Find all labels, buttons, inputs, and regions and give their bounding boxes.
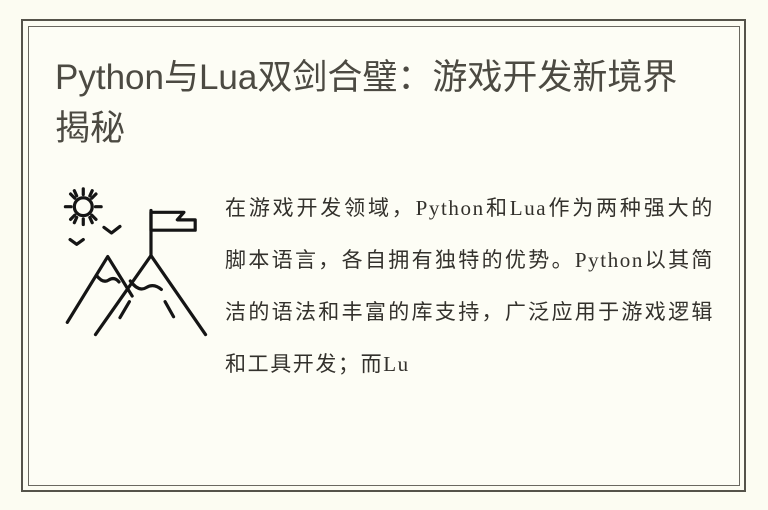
bird-icon <box>102 224 122 235</box>
outer-border-frame <box>21 19 746 492</box>
page-title: Python与Lua双剑合璧：游戏开发新境界揭秘 <box>55 58 678 148</box>
mountain-flag-illustration <box>55 182 225 344</box>
sun-icon <box>63 187 103 227</box>
article-body-text: 在游戏开发领域，Python和Lua作为两种强大的脚本语言，各自拥有独特的优势。… <box>225 196 714 376</box>
mountain-small-icon <box>65 254 134 324</box>
article-body-row: 在游戏开发领域，Python和Lua作为两种强大的脚本语言，各自拥有独特的优势。… <box>55 182 714 390</box>
card-content: Python与Lua双剑合璧：游戏开发新境界揭秘 <box>28 26 740 486</box>
inner-border-frame <box>28 26 740 486</box>
mountain-large-icon <box>93 253 208 337</box>
bird-icon <box>68 238 85 246</box>
flag-icon <box>149 208 197 258</box>
